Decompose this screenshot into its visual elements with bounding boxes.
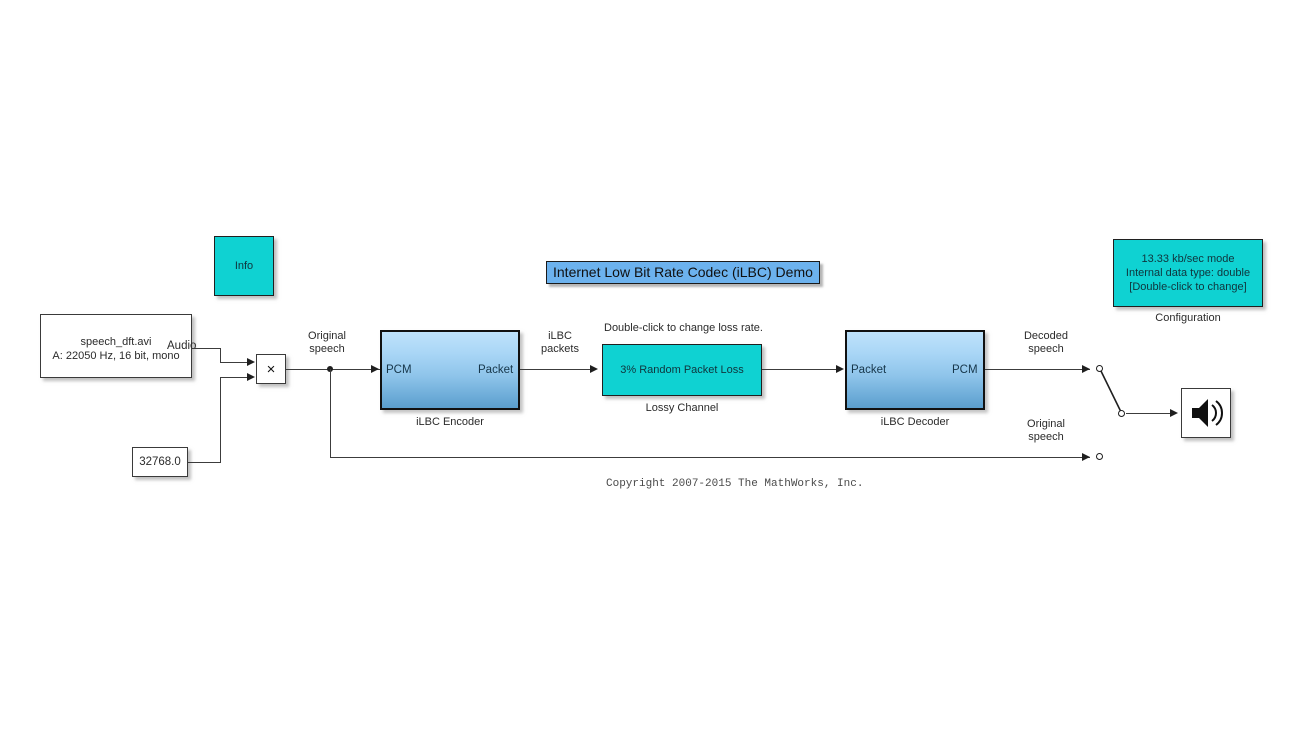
configuration-caption: Configuration: [1155, 312, 1221, 324]
source-output-port-label: Audio: [167, 340, 197, 352]
audio-device-writer-block[interactable]: [1181, 388, 1231, 438]
arrow-switch-upper-in: [1082, 365, 1090, 373]
wire-switch-to-audio-sink: [1126, 413, 1176, 414]
wire-decoder-to-switch-upper: [985, 369, 1090, 370]
arrow-product-in1: [247, 358, 255, 366]
signal-label-decoded-speech: Decoded speech: [1023, 330, 1069, 355]
arrow-product-in2: [247, 373, 255, 381]
configuration-block[interactable]: 13.33 kb/sec mode Internal data type: do…: [1113, 239, 1263, 307]
wire-branch-to-switch-lower: [330, 457, 1090, 458]
product-block[interactable]: ×: [256, 354, 286, 384]
ilbc-decoder-block[interactable]: [845, 330, 985, 410]
ilbc-decoder-caption: iLBC Decoder: [880, 416, 950, 428]
signal-label-ilbc-packets: iLBC packets: [541, 330, 579, 355]
manual-switch-block[interactable]: [1092, 358, 1136, 466]
arrow-audio-sink-in: [1170, 409, 1178, 417]
wire-constant-out: [188, 462, 220, 463]
model-title[interactable]: Internet Low Bit Rate Codec (iLBC) Demo: [546, 261, 820, 284]
decoder-input-port-label: Packet: [851, 364, 887, 376]
speaker-icon: [1192, 399, 1223, 427]
info-block-label: Info: [234, 260, 254, 272]
signal-label-original-speech-bottom: Original speech: [1027, 418, 1065, 443]
switch-input-node-upper[interactable]: [1096, 365, 1103, 372]
switch-output-node[interactable]: [1118, 410, 1125, 417]
arrow-channel-in: [590, 365, 598, 373]
wire-encoder-to-channel: [520, 369, 595, 370]
arrow-switch-lower-in: [1082, 453, 1090, 461]
configuration-line-3: [Double-click to change]: [1129, 281, 1247, 293]
wire-channel-to-decoder: [762, 369, 840, 370]
lossy-channel-annotation: Double-click to change loss rate.: [604, 322, 763, 334]
manual-switch-lever-icon: [1099, 368, 1123, 415]
source-audio-format: A: 22050 Hz, 16 bit, mono: [52, 350, 180, 362]
constant-block[interactable]: 32768.0: [132, 447, 188, 477]
configuration-line-2: Internal data type: double: [1125, 267, 1251, 279]
from-multimedia-file-block[interactable]: speech_dft.avi A: 22050 Hz, 16 bit, mono: [40, 314, 192, 378]
configuration-line-1: 13.33 kb/sec mode: [1141, 253, 1235, 265]
encoder-output-port-label: Packet: [478, 364, 514, 376]
switch-input-node-lower[interactable]: [1096, 453, 1103, 460]
lossy-channel-block[interactable]: 3% Random Packet Loss: [602, 344, 762, 396]
product-symbol: ×: [266, 360, 276, 378]
wire-constant-into-product: [220, 377, 248, 378]
arrow-encoder-in: [371, 365, 379, 373]
copyright-text: Copyright 2007-2015 The MathWorks, Inc.: [606, 478, 864, 490]
source-block-text: speech_dft.avi A: 22050 Hz, 16 bit, mono: [41, 335, 191, 363]
lossy-channel-caption: Lossy Channel: [645, 402, 719, 414]
decoder-output-port-label: PCM: [952, 364, 978, 376]
signal-label-original-speech-top: Original speech: [308, 330, 346, 355]
wire-product-to-encoder: [286, 369, 380, 370]
ilbc-encoder-block[interactable]: [380, 330, 520, 410]
wire-constant-rise: [220, 377, 221, 463]
info-block[interactable]: Info: [214, 236, 274, 296]
arrow-decoder-in: [836, 365, 844, 373]
encoder-input-port-label: PCM: [386, 364, 412, 376]
lossy-channel-body-text: 3% Random Packet Loss: [620, 364, 744, 376]
wire-branch-drop: [330, 369, 331, 457]
wire-source-into-product: [220, 362, 248, 363]
constant-value: 32768.0: [139, 456, 181, 468]
wire-source-to-product: [192, 348, 220, 349]
wire-source-drop: [220, 348, 221, 362]
ilbc-encoder-caption: iLBC Encoder: [416, 416, 484, 428]
source-file-name: speech_dft.avi: [80, 336, 152, 348]
